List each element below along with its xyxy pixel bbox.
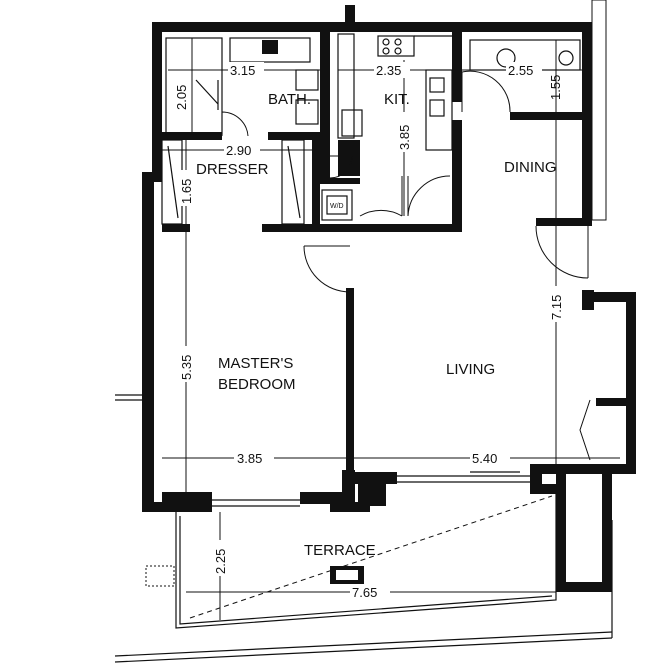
terrace-width-label: 7.65 — [352, 585, 377, 600]
kitchen-width-label: 2.35 — [376, 63, 401, 78]
kitchen-depth-label: 3.85 — [397, 125, 412, 150]
bath-depth-label: 2.05 — [174, 85, 189, 110]
dresser-depth-label: 1.65 — [179, 179, 194, 204]
kitchen-fixtures — [337, 33, 453, 176]
dimension-labels: 3.15 2.05 2.35 3.85 2.55 1.55 2.90 1.65 … — [174, 62, 564, 600]
bath-label: BATH. — [268, 91, 311, 108]
living-width-label: 5.40 — [472, 451, 497, 466]
kitchen-label: KIT. — [384, 91, 410, 108]
dimension-lines — [162, 38, 620, 620]
living-depth-label: 7.15 — [549, 295, 564, 320]
exterior-walls — [115, 0, 636, 592]
bedroom-depth-label: 5.35 — [179, 355, 194, 380]
room-labels: BATH. KIT. DRESSER DINING MASTER'S BEDRO… — [196, 91, 557, 559]
dining-depth-label: 1.55 — [548, 75, 563, 100]
bath-width-label: 3.15 — [230, 63, 255, 78]
bath-fixtures — [165, 37, 319, 135]
master-bedroom-label-line2: BEDROOM — [218, 376, 296, 393]
dresser-label: DRESSER — [196, 161, 269, 178]
dresser-width-label: 2.90 — [226, 143, 251, 158]
living-label: LIVING — [446, 361, 495, 378]
washer-dryer-unit: W/D — [321, 189, 353, 221]
dining-width-label: 2.55 — [508, 63, 533, 78]
terrace-outline — [114, 494, 613, 663]
master-bedroom-label-line1: MASTER'S — [218, 355, 293, 372]
washer-dryer-label: W/D — [330, 203, 344, 210]
door-swings — [161, 70, 591, 461]
terrace-label: TERRACE — [304, 542, 376, 559]
terrace-depth-label: 2.25 — [213, 549, 228, 574]
bedroom-width-label: 3.85 — [237, 451, 262, 466]
terrace-glazing — [212, 471, 530, 507]
interior-walls — [162, 32, 592, 488]
dining-label: DINING — [504, 159, 557, 176]
